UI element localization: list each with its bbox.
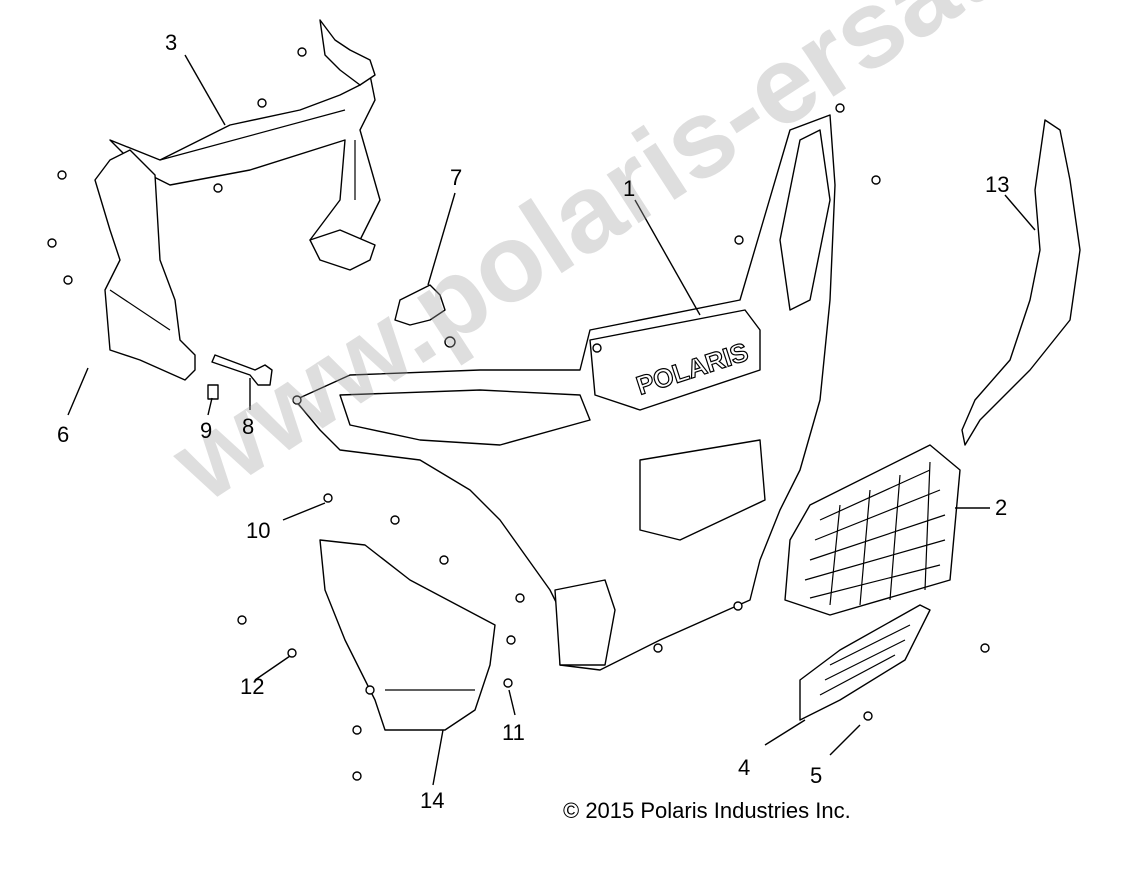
part-6-side-bracket xyxy=(94,149,196,381)
part-2-grille xyxy=(784,444,961,616)
callout-10: 10 xyxy=(246,518,271,543)
callout-7: 7 xyxy=(450,165,463,190)
callout-12: 12 xyxy=(240,674,265,699)
callout-9: 9 xyxy=(200,418,213,443)
callout-2: 2 xyxy=(995,495,1008,520)
part-3-radiator-bracket xyxy=(109,19,381,251)
part-8-tube xyxy=(211,354,273,386)
part-9-screw xyxy=(207,384,219,400)
part-7-bracket xyxy=(309,229,446,326)
callout-1: 1 xyxy=(623,176,636,201)
leader-lines xyxy=(67,54,1036,786)
part-14-fender xyxy=(319,539,496,731)
callout-4: 4 xyxy=(738,755,751,780)
part-1-front-bumper: POLARIS xyxy=(294,114,836,671)
callout-6: 6 xyxy=(57,422,70,447)
part-13-side-trim xyxy=(961,119,1081,446)
callout-3: 3 xyxy=(165,30,178,55)
part-4-skid-plate xyxy=(799,604,931,721)
callout-11: 11 xyxy=(502,720,525,745)
copyright-notice: © 2015 Polaris Industries Inc. xyxy=(563,798,851,823)
callout-13: 13 xyxy=(985,172,1010,197)
fasteners xyxy=(47,47,990,781)
callout-5: 5 xyxy=(810,763,823,788)
callout-8: 8 xyxy=(242,414,255,439)
callout-14: 14 xyxy=(420,788,445,813)
